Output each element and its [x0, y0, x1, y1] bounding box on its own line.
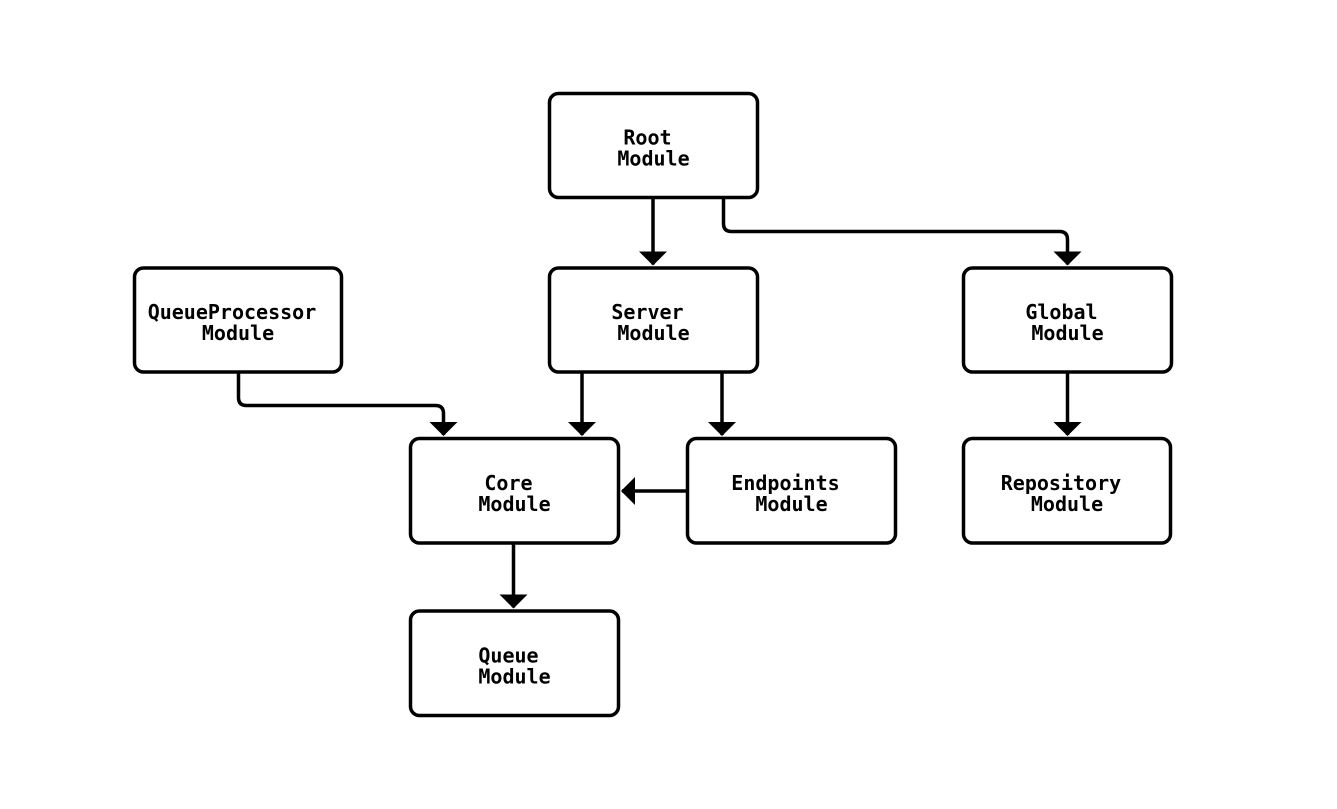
node-label: Queue Module [478, 644, 550, 689]
node-label-line: QueueProcessor [148, 300, 317, 324]
node-label: Core Module [478, 471, 550, 516]
node-label-line: Module [478, 492, 550, 516]
edge-layer [236, 197, 1082, 609]
node-label-line: Module [1031, 321, 1103, 345]
node-label-line: Root [623, 126, 671, 150]
node-box [685, 436, 898, 545]
node-box [547, 266, 760, 374]
node-repository-module: Repository Module [961, 436, 1173, 545]
node-global-module: Global Module [961, 266, 1174, 374]
node-queueprocessor-module: QueueProcessor Module [132, 266, 344, 374]
node-box [408, 436, 621, 545]
node-box [961, 436, 1173, 545]
node-label: QueueProcessor Module [148, 300, 329, 345]
edge-queueprocessor-module-to-core-module [236, 371, 458, 436]
node-server-module: Server Module [547, 266, 760, 374]
node-label-line: Module [478, 665, 550, 689]
node-core-module: Core Module [408, 436, 621, 545]
node-box [132, 266, 344, 374]
node-box [961, 266, 1174, 374]
node-label: Endpoints Module [731, 471, 851, 516]
node-label-line: Core [484, 471, 532, 495]
node-label-line: Module [617, 321, 689, 345]
edge-root-module-to-global-module [721, 197, 1082, 266]
node-box [408, 609, 621, 718]
node-label: Repository Module [1001, 471, 1133, 516]
node-label-line: Module [617, 147, 689, 171]
node-label: Server Module [611, 300, 695, 345]
node-label-line: Module [755, 492, 827, 516]
node-label-line: Queue [478, 644, 538, 668]
node-label-line: Global [1025, 300, 1097, 324]
node-label-line: Module [1031, 492, 1103, 516]
node-label-line: Repository [1001, 471, 1121, 495]
node-endpoints-module: Endpoints Module [685, 436, 898, 545]
node-label-line: Server [611, 300, 683, 324]
node-root-module: Root Module [547, 91, 760, 200]
node-queue-module: Queue Module [408, 609, 621, 718]
node-label: Global Module [1025, 300, 1109, 345]
node-box [547, 91, 760, 200]
node-label: Root Module [617, 126, 689, 171]
node-layer: Root Module QueueProcessor Module Server… [132, 91, 1174, 718]
node-label-line: Module [202, 321, 274, 345]
node-label-line: Endpoints [731, 471, 839, 495]
